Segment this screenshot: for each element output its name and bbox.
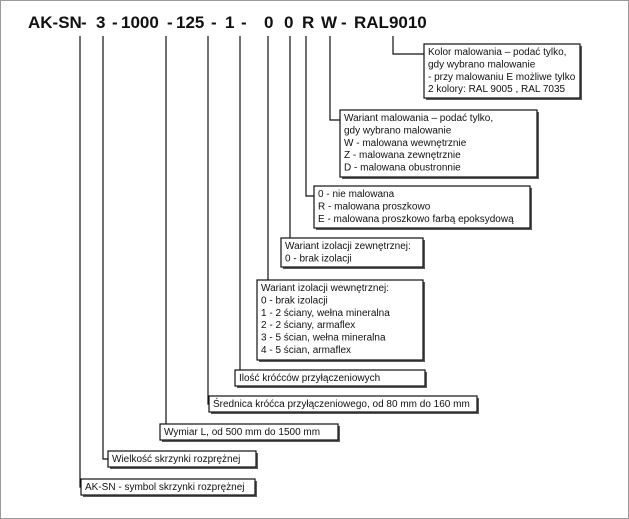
box-border: [339, 109, 538, 178]
box-text-line: W - malowana wewnętrznie: [344, 138, 467, 149]
connector-srednica: [207, 36, 209, 405]
box-border: [280, 237, 424, 268]
code-segment-2: 3: [96, 13, 105, 32]
code-segment-12: R: [302, 13, 314, 32]
box-text-line: 2 kolory: RAL 9005 , RAL 7035: [428, 84, 566, 95]
connector-wariant-malowania: [329, 36, 340, 121]
box-text-line: Z - malowana zewnętrznie: [344, 150, 461, 161]
connector-ilosc-kroccow: [235, 36, 241, 379]
connector-wielkosc: [102, 36, 108, 460]
connector-izolacja-zew: [281, 36, 291, 249]
box-text-line: Ilość króćców przyłączeniowych: [239, 373, 380, 384]
code-segment-10: 0: [264, 13, 273, 32]
description-boxes: Kolor malowania – podać tylko,gdy wybran…: [80, 43, 582, 497]
box-text-line: Wielkość skrzynki rozprężnej: [112, 454, 240, 465]
box-border: [208, 395, 478, 413]
code-segment-3: -: [112, 13, 118, 32]
box-text-line: gdy wybrano malowanie: [428, 59, 536, 70]
code-segment-9: -: [241, 13, 247, 32]
code-segment-5: -: [167, 13, 173, 32]
box-wariant-malowania: Wariant malowania – podać tylko,gdy wybr…: [339, 109, 539, 179]
box-symbol: AK-SN - symbol skrzynki rozprężnej: [80, 478, 257, 497]
code-segment-8: 1: [225, 13, 234, 32]
code-segment-7: -: [211, 13, 217, 32]
code-segment-15: RAL9010: [354, 13, 427, 32]
box-text-line: Wymiar L, od 500 mm do 1500 mm: [164, 427, 320, 438]
box-srednica: Średnica króćca przyłączeniowego, od 80 …: [208, 395, 479, 414]
box-izolacja-zew: Wariant izolacji zewnętrznej:0 - brak iz…: [280, 237, 425, 269]
box-text-line: - przy malowaniu E możliwe tylko: [428, 72, 576, 83]
box-text-line: gdy wybrano malowanie: [344, 125, 452, 136]
box-ilosc-kroccow: Ilość króćców przyłączeniowych: [234, 369, 427, 388]
code-segment-13: W: [321, 13, 338, 32]
box-wielkosc: Wielkość skrzynki rozprężnej: [107, 450, 258, 469]
box-izolacja-wew: Wariant izolacji wewnętrznej:0 - brak iz…: [256, 279, 425, 362]
box-text-line: 3 - 5 ścian, wełna mineralna: [261, 333, 386, 344]
box-text-line: 2 - 2 ściany, armaflex: [261, 320, 355, 331]
box-text-line: 1 - 2 ściany, wełna mineralna: [261, 308, 390, 319]
box-text-line: Kolor malowania – podać tylko,: [428, 47, 566, 58]
box-text-line: D - malowana obustronnie: [344, 163, 461, 174]
connector-symbol: [79, 36, 81, 488]
box-text-line: Średnica króćca przyłączeniowego, od 80 …: [213, 397, 470, 410]
box-text-line: Wariant izolacji wewnętrznej:: [261, 283, 389, 294]
box-border: [80, 478, 256, 496]
box-text-line: R - malowana proszkowo: [318, 201, 431, 212]
box-text-line: 4 - 5 ścian, armaflex: [261, 345, 351, 356]
box-text-line: 0 - nie malowana: [318, 189, 395, 200]
code-segment-4: 1000: [121, 13, 159, 32]
connector-izolacja-wew: [257, 36, 269, 291]
box-border: [313, 185, 531, 229]
connector-malowanie: [305, 36, 314, 197]
box-border: [107, 450, 257, 468]
box-text-line: E - malowana proszkowo farbą epoksydową: [318, 214, 514, 225]
box-border: [234, 369, 426, 387]
connector-wymiar: [160, 36, 167, 433]
box-border: [423, 43, 581, 99]
box-text-line: 0 - brak izolacji: [261, 295, 328, 306]
connector-kolor: [392, 36, 424, 55]
code-segment-1: -: [81, 13, 87, 32]
box-wymiar: Wymiar L, od 500 mm do 1500 mm: [159, 423, 340, 442]
code-segment-14: -: [341, 13, 347, 32]
box-text-line: Wariant malowania – podać tylko,: [344, 113, 493, 124]
code-segment-11: 0: [284, 13, 293, 32]
box-text-line: Wariant izolacji zewnętrznej:: [285, 241, 411, 252]
code-segment-6: 125: [176, 13, 204, 32]
box-border: [256, 279, 424, 361]
box-border: [159, 423, 339, 441]
code-segment-0: AK-SN: [28, 13, 82, 32]
box-text-line: 0 - brak izolacji: [285, 253, 352, 264]
box-kolor: Kolor malowania – podać tylko,gdy wybran…: [423, 43, 582, 100]
box-text-line: AK-SN - symbol skrzynki rozprężnej: [85, 482, 244, 493]
